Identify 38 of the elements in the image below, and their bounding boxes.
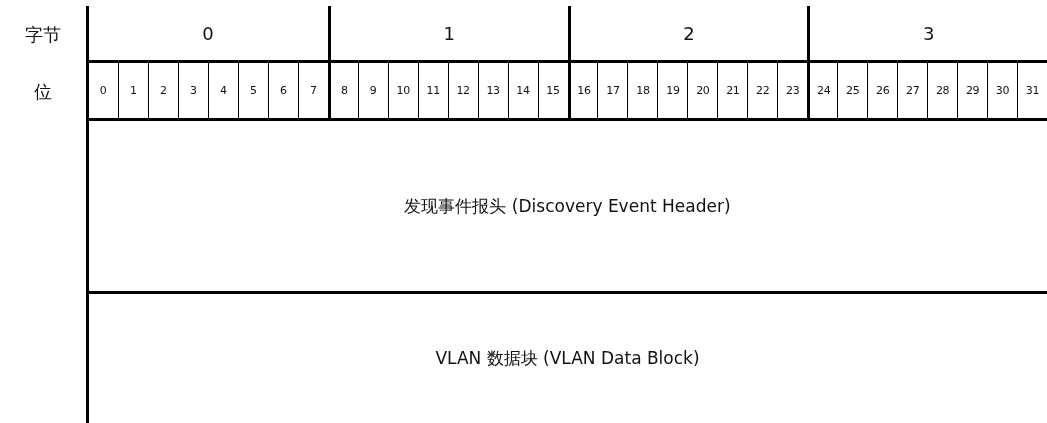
byte-number: 3 bbox=[807, 6, 1047, 63]
bit-number: 26 bbox=[867, 63, 898, 121]
field-label: VLAN 数据块 (VLAN Data Block) bbox=[435, 347, 700, 370]
bit-number: 18 bbox=[627, 63, 658, 121]
bit-number: 7 bbox=[297, 63, 328, 121]
bit-number: 31 bbox=[1017, 63, 1047, 121]
field-label: 发现事件报头 (Discovery Event Header) bbox=[404, 194, 731, 218]
bit-number: 28 bbox=[927, 63, 958, 121]
bit-number: 22 bbox=[747, 63, 778, 121]
bit-number: 4 bbox=[207, 63, 238, 121]
byte-number: 2 bbox=[567, 6, 808, 63]
bit-number: 23 bbox=[777, 63, 808, 121]
bit-number: 13 bbox=[477, 63, 508, 121]
bit-number: 11 bbox=[417, 63, 448, 121]
bit-number: 29 bbox=[957, 63, 988, 121]
bit-number: 9 bbox=[357, 63, 388, 121]
bit-number: 15 bbox=[537, 63, 568, 121]
bit-number: 12 bbox=[447, 63, 478, 121]
bit-number: 21 bbox=[717, 63, 748, 121]
bit-number: 3 bbox=[177, 63, 208, 121]
bit-number: 6 bbox=[267, 63, 298, 121]
bit-number: 10 bbox=[387, 63, 418, 121]
bit-number: 5 bbox=[237, 63, 268, 121]
bit-number: 24 bbox=[807, 63, 838, 121]
bit-number: 16 bbox=[567, 63, 598, 121]
bit-number: 27 bbox=[897, 63, 928, 121]
bit-number: 19 bbox=[657, 63, 688, 121]
bit-number: 17 bbox=[597, 63, 628, 121]
bit-number: 8 bbox=[327, 63, 358, 121]
bit-number: 1 bbox=[117, 63, 148, 121]
bit-number: 25 bbox=[837, 63, 868, 121]
bit-number: 20 bbox=[687, 63, 718, 121]
row-header: 位 bbox=[33, 80, 53, 104]
bit-number: 2 bbox=[147, 63, 178, 121]
byte-number: 1 bbox=[327, 6, 568, 63]
bit-number: 14 bbox=[507, 63, 538, 121]
bit-number: 30 bbox=[987, 63, 1018, 121]
row-header: 字节 bbox=[24, 22, 62, 47]
